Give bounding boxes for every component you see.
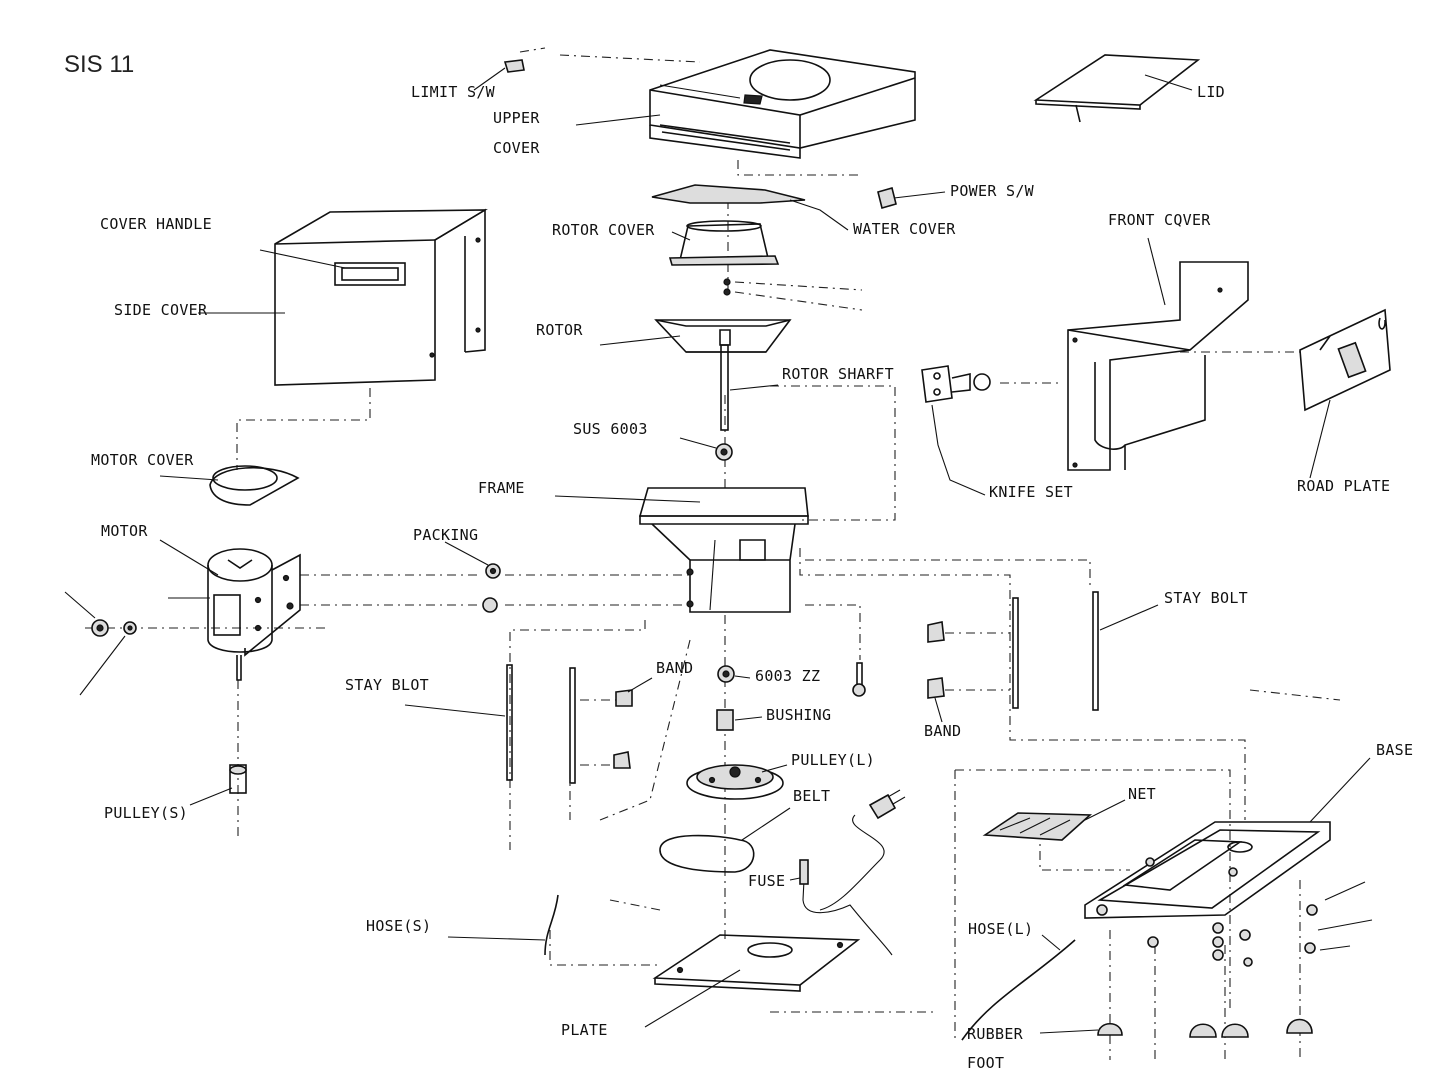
bushing-drawing [716, 709, 734, 731]
pulley-l-drawing [686, 764, 784, 800]
label-stay-blot: STAY BLOT [345, 676, 429, 694]
belt-drawing [659, 834, 755, 873]
side-cover-drawing [274, 208, 488, 386]
label-sus-6003: SUS 6003 [573, 420, 648, 438]
net-drawing [982, 812, 1093, 841]
label-rotor-cover: ROTOR COVER [552, 221, 655, 239]
label-rotor: ROTOR [536, 321, 583, 339]
rubber-feet-drawing [1097, 1018, 1313, 1038]
label-bushing: BUSHING [766, 706, 831, 724]
band-left-drawing [613, 689, 633, 769]
limit-switch-drawing [503, 59, 525, 73]
rotor-cover-drawing [668, 220, 780, 266]
packing-drawing [482, 563, 501, 613]
diagram-title: SIS 11 [64, 51, 134, 78]
bearing-sus6003-drawing [715, 443, 733, 461]
label-upper-cover-line2: COVER [493, 139, 540, 157]
bolt-drawing [852, 662, 866, 697]
label-pulley-s: PULLEY(S) [104, 804, 188, 822]
pulley-s-drawing [229, 764, 247, 794]
power-switch-drawing [877, 187, 897, 209]
hose-s-drawing [544, 894, 559, 956]
label-hose-l: HOSE(L) [968, 920, 1033, 938]
base-drawing [1084, 821, 1331, 919]
label-belt: BELT [793, 787, 830, 805]
label-front-cover: FRONT CQVER [1108, 211, 1211, 229]
label-plate: PLATE [561, 1021, 608, 1039]
power-cord-drawing [799, 789, 906, 956]
frame-drawing [638, 487, 809, 613]
label-power-switch: POWER S/W [950, 182, 1035, 200]
water-cover-drawing [651, 184, 806, 204]
label-base: BASE [1376, 741, 1413, 759]
assembly-lines [85, 47, 1341, 1060]
stay-blot-left-drawing [506, 664, 576, 784]
hose-l-drawing [961, 939, 1076, 1041]
label-stay-bolt: STAY BOLT [1164, 589, 1248, 607]
label-band-right: BAND [924, 722, 961, 740]
base-fasteners [1147, 881, 1373, 967]
label-hose-s: HOSE(S) [366, 917, 431, 935]
label-motor-cover: MOTOR COVER [91, 451, 194, 469]
plate-drawing [652, 934, 861, 992]
label-band-left: BAND [656, 659, 693, 677]
label-side-cover: SIDE COVER [114, 301, 208, 319]
label-motor: MOTOR [101, 522, 148, 540]
leader-lines [159, 67, 1371, 1034]
label-packing: PACKING [413, 526, 478, 544]
label-frame: FRAME [478, 479, 525, 497]
bearing-6003zz-drawing [717, 665, 735, 683]
road-plate-drawing [1299, 308, 1391, 412]
motor-cover-drawing [209, 465, 300, 506]
motor-drawing [207, 548, 301, 681]
label-upper-cover-line1: UPPER [493, 109, 540, 127]
upper-cover-drawing [649, 49, 916, 159]
cover-handle-drawing [334, 262, 406, 286]
rotor-shaft-drawing [720, 344, 729, 431]
label-lid: LID [1197, 83, 1225, 101]
knife-set-drawing [921, 365, 991, 403]
stay-bolt-right-drawing [1012, 591, 1099, 711]
rotor-screws [723, 278, 731, 296]
lid-drawing [1033, 54, 1201, 123]
rotor-drawing [654, 319, 792, 353]
label-cover-handle: COVER HANDLE [100, 215, 212, 233]
label-rotor-shaft: ROTOR SHARFT [782, 365, 894, 383]
label-knife-set: KNIFE SET [989, 483, 1073, 501]
band-right-drawing [927, 621, 945, 699]
label-net: NET [1128, 785, 1156, 803]
label-limit-switch: LIMIT S/W [411, 83, 496, 101]
motor-nuts [64, 591, 137, 696]
label-water-cover: WATER COVER [853, 220, 956, 238]
front-cover-drawing [1067, 261, 1249, 471]
label-6003zz: 6003 ZZ [755, 667, 820, 685]
part-labels: LIMIT S/W UPPER COVER LID POWER S/W COVE… [91, 83, 1413, 1072]
label-pulley-l: PULLEY(L) [791, 751, 875, 769]
label-road-plate: ROAD PLATE [1297, 477, 1390, 495]
label-rubber-foot-line1: RUBBER [967, 1025, 1024, 1043]
label-fuse: FUSE [748, 872, 785, 890]
label-rubber-foot-line2: FOOT [967, 1054, 1004, 1072]
